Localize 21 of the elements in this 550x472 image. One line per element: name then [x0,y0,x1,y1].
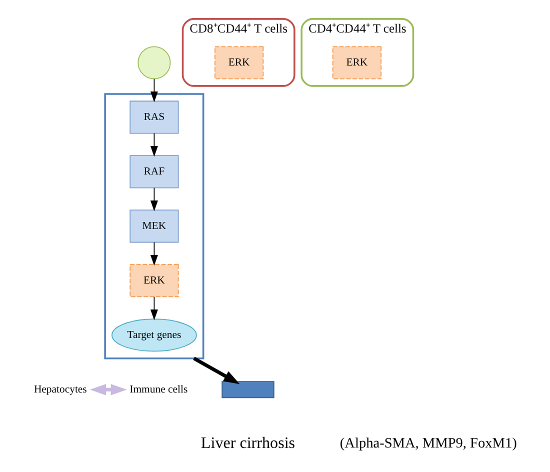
label: (Alpha-SMA, MMP9, FoxM1) [340,436,517,452]
arrow [150,78,158,102]
arrow [150,132,158,157]
node-box: ERK [214,46,264,80]
node-box: RAS [130,100,179,134]
node-text: Immune cells [130,383,188,396]
arrow [193,356,240,384]
arrow [150,296,158,320]
arrow [150,242,158,266]
node-box: ERK [332,46,382,80]
arrow [150,187,158,212]
arrow [90,384,127,396]
node-box: RAF [130,155,179,188]
node-box: ERK [130,264,179,298]
node-box: MEK [130,210,179,243]
label: Liver cirrhosis [200,435,296,452]
cluster [104,93,204,360]
node-box [222,381,274,398]
node-circle [138,46,171,80]
node-text: Hepatocytes [34,383,87,396]
node-ellipse: Target genes [112,318,197,352]
